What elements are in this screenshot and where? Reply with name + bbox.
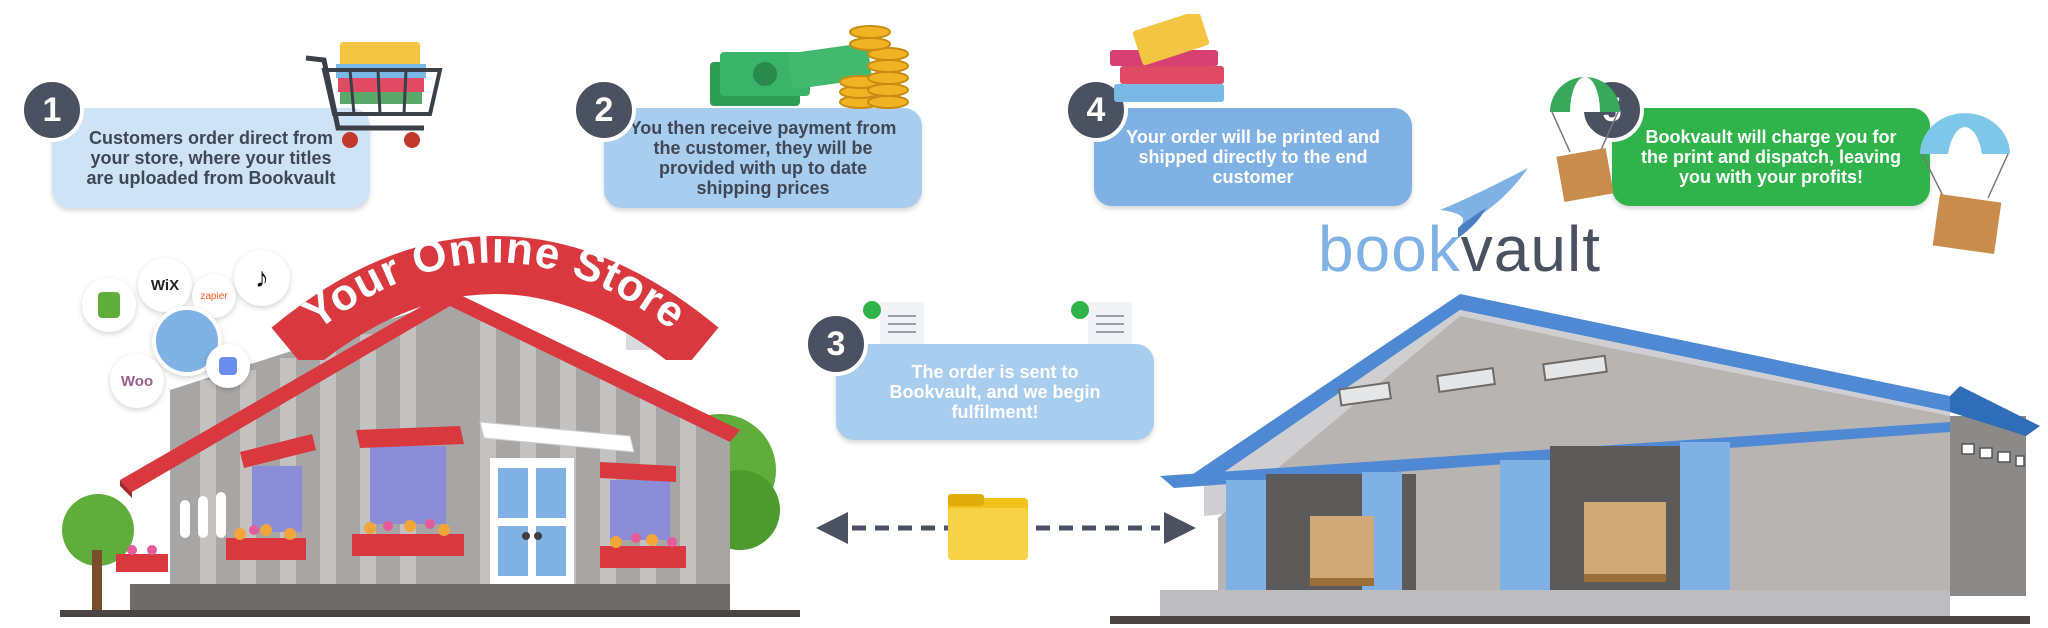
parachute-box-left-icon	[1550, 77, 1620, 202]
store-banner: Your Online Store	[271, 223, 719, 360]
step-2-text: You then receive payment from the custom…	[629, 118, 897, 198]
shopping-cart-icon	[305, 42, 443, 148]
woocommerce-icon: Woo	[110, 354, 164, 408]
online-store-illustration	[60, 290, 800, 617]
bookvault-bird-logo-icon	[1440, 168, 1528, 238]
step-4-text: Your order will be printed and shipped d…	[1126, 127, 1380, 187]
step-2-bubble: You then receive payment from the custom…	[604, 108, 922, 208]
step-5-bubble: Bookvault will charge you for the print …	[1612, 108, 1930, 206]
warehouse-illustration	[1110, 294, 2040, 624]
money-icon	[710, 25, 909, 109]
step-3-bubble: The order is sent to Bookvault, and we b…	[836, 344, 1154, 440]
parachute-box-right-icon	[1920, 113, 2010, 255]
shopify-icon	[82, 278, 136, 332]
step-3-text: The order is sent to Bookvault, and we b…	[889, 362, 1101, 422]
step-1-number: 1	[20, 78, 84, 142]
book-stack-icon	[1110, 14, 1224, 102]
platform-icons: WiX zapier ♪ Woo	[72, 244, 292, 414]
step-5-text: Bookvault will charge you for the print …	[1640, 127, 1902, 187]
bookvault-logo-part2: vault	[1460, 213, 1601, 285]
step-1-bubble: Customers order direct from your store, …	[52, 108, 370, 208]
documents-icon	[863, 301, 1132, 344]
bookvault-logo-part1: book	[1318, 213, 1461, 285]
step-3-number: 3	[804, 312, 868, 376]
bookvault-logo: bookvault	[1318, 212, 1601, 286]
wix-icon: WiX	[138, 258, 192, 312]
step-2-number: 2	[572, 78, 636, 142]
tag-icon	[206, 344, 250, 388]
step-4-bubble: Your order will be printed and shipped d…	[1094, 108, 1412, 206]
transfer-arrow	[816, 494, 1196, 560]
tiktok-icon: ♪	[234, 250, 290, 306]
step-1-text: Customers order direct from your store, …	[86, 128, 336, 188]
